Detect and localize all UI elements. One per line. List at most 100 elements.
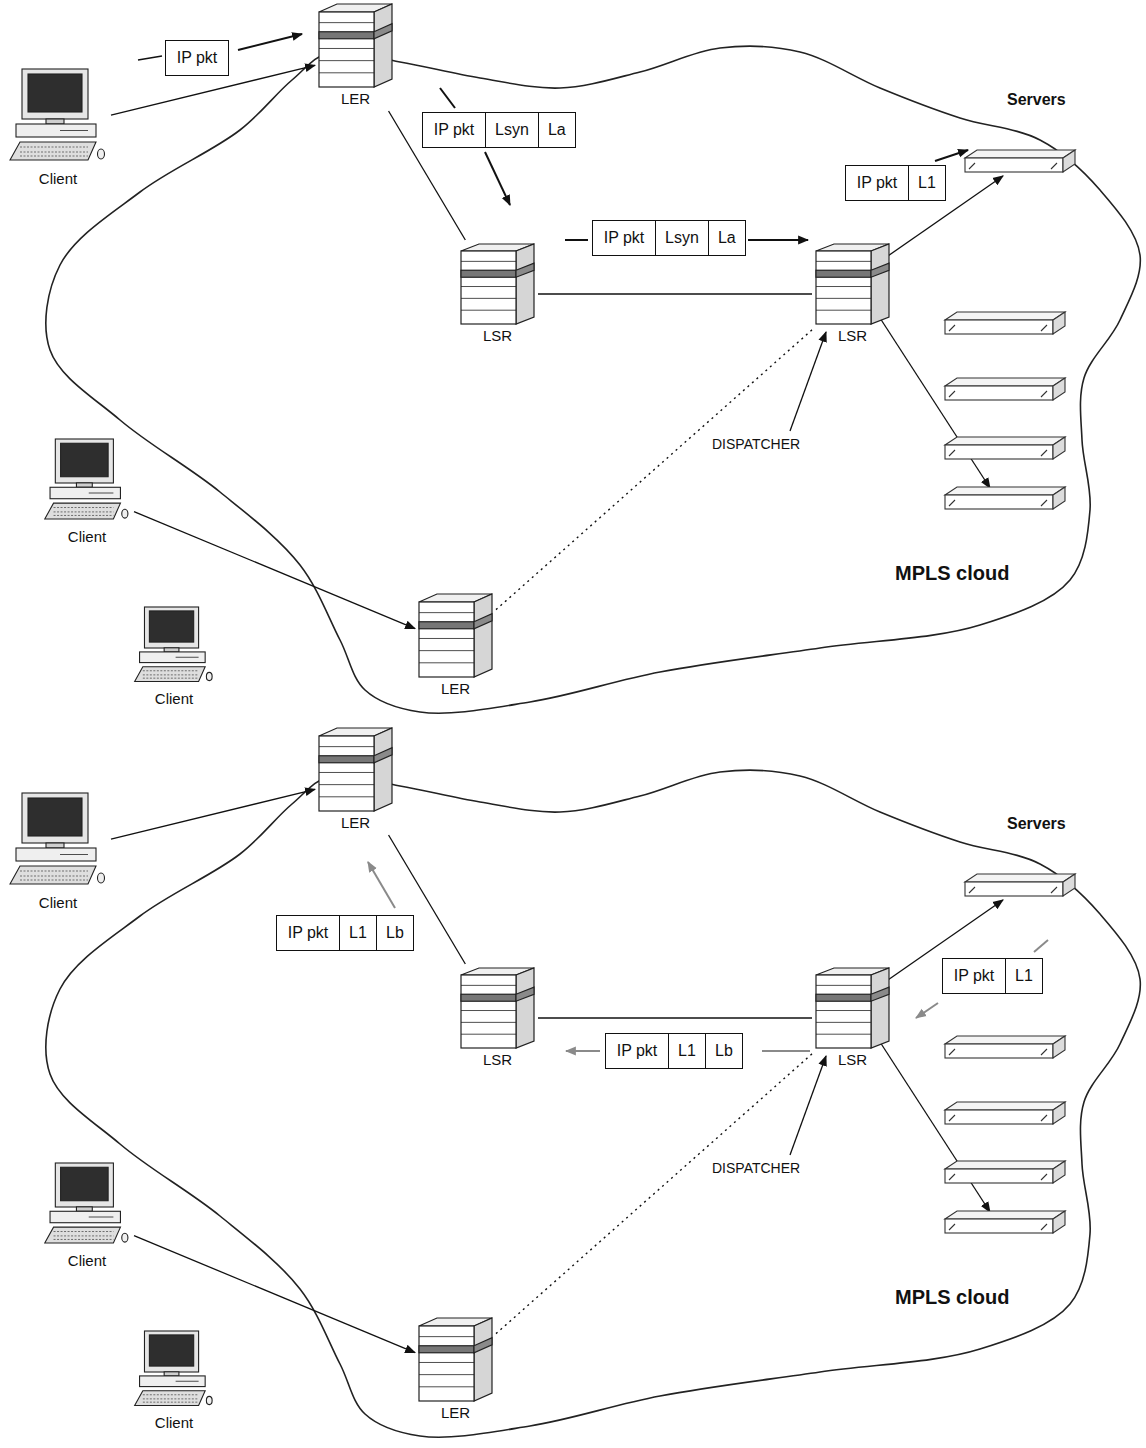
router-panel-line [816,1034,871,1035]
keyboard-row [143,1398,199,1399]
flow-line [440,88,455,108]
server-box [945,1161,1065,1183]
router-panel-line [816,261,871,262]
flow-line [1034,940,1048,952]
packet-field: IP pkt [606,1034,668,1068]
router-icon-body [461,244,534,324]
packet-field: La [708,221,745,255]
server-front [945,1044,1053,1058]
server-box [945,1036,1065,1058]
keyboard-row [143,674,199,675]
region-label: Servers [1007,90,1066,110]
client-computer: Client [133,1330,215,1432]
keyboard [10,866,96,884]
packet-field: IP pkt [166,41,228,75]
flow-arrow [485,152,510,205]
keyboard [45,503,121,519]
monitor-stand [76,1207,92,1211]
monitor-frame [144,607,198,648]
server-front [945,1110,1053,1124]
monitor-stand [46,843,64,848]
router-side-band [871,263,889,277]
region-label: Servers [1007,814,1066,834]
packet-field: IP pkt [593,221,655,255]
server-top [945,1102,1065,1110]
server-top [945,312,1065,320]
packet-field: L1 [339,916,376,950]
node-label: LER [441,1404,470,1422]
router-side-band [374,748,392,763]
server-box [945,1102,1065,1124]
packet-header: IP pktLsynLa [422,112,576,148]
monitor-frame [22,793,88,843]
router-side-face [871,968,889,1048]
region-label: MPLS cloud [895,1287,1009,1307]
router-side-face [871,244,889,324]
router-node: LSR [815,967,890,1069]
router-icon-body [419,1318,492,1401]
router-icon [460,243,535,325]
flow-line [565,239,588,241]
packet-header: IP pktL1 [845,165,946,201]
node-label: LSR [483,1051,512,1069]
server-box [965,150,1075,172]
packet-field: La [538,113,575,147]
router-side-face [474,594,492,677]
computer-base [16,848,96,861]
node-label: LSR [483,327,512,345]
router-node: LER [318,727,393,832]
router-panel-line [319,784,374,785]
router-side-band [871,987,889,1001]
router-front-face [816,975,871,1048]
router-panel-line [461,261,516,262]
router-panel-line [461,1010,516,1011]
node-label: Client [155,1414,193,1432]
router-panel-line [461,985,516,986]
link-line [538,1017,812,1018]
drive-slot [89,1217,114,1218]
client-computer: Client [133,606,215,708]
router-panel-line [461,1022,516,1023]
router-panel-line [816,286,871,287]
flow-arrow [748,239,808,241]
packet-field: L1 [908,166,945,200]
drive-slot [60,854,88,855]
server-bracket [949,1115,1047,1121]
router-panel-line [816,1022,871,1023]
node-label: LER [441,680,470,698]
router-panel-line [816,310,871,311]
router-side-band [516,987,534,1001]
router-icon [318,727,393,812]
flow-line [762,1050,810,1052]
drive-slot [60,130,88,131]
drive-slot [176,1381,199,1382]
packet-field: L1 [1005,959,1042,993]
router-icon-body [816,244,889,324]
server-bracket [949,325,1047,331]
router-side-band [374,24,392,39]
server-top [965,150,1075,158]
router-icon [815,243,890,325]
monitor-screen [28,74,82,112]
monitor-stand [164,1372,179,1376]
server-side [1053,1161,1065,1183]
monitor-screen [28,798,82,836]
monitor-stand [76,483,92,487]
keyboard-row [54,1239,114,1240]
router-front-face [419,1326,474,1401]
router-side-band [474,1338,492,1353]
router-side-face [374,728,392,811]
router-icon [418,593,493,678]
free-arrows [138,34,1048,1212]
monitor-frame [144,1331,198,1372]
server-side [1053,487,1065,509]
router-panel-line [419,1374,474,1375]
server-side [1053,1211,1065,1233]
server-bracket [969,887,1057,893]
server-top [945,378,1065,386]
router-panel-line [461,298,516,299]
router-front-face [319,12,374,87]
monitor-stand [46,119,64,124]
